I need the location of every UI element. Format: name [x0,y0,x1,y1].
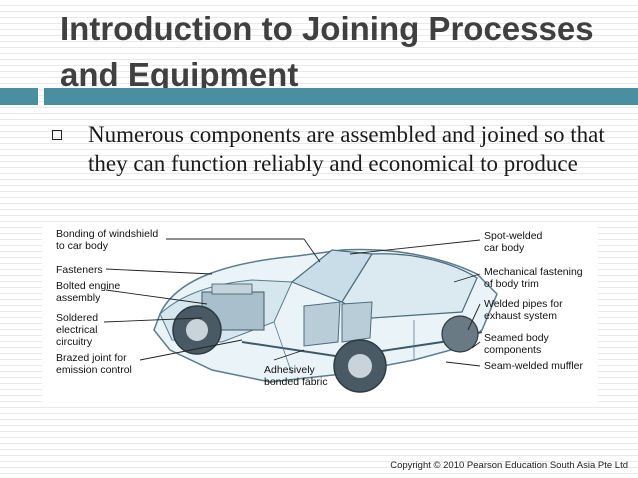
label-welded-pipes: Welded pipes for exhaust system [484,298,563,322]
label-adhesive-fabric: Adhesively bonded fabric [264,364,328,388]
car-joining-figure: Bonding of windshield to car body Fasten… [42,222,598,402]
label-brazed-joint: Brazed joint for emission control [56,352,132,376]
accent-band-right [44,88,638,105]
label-fasteners: Fasteners [56,264,103,276]
slide-title: Introduction to Joining Processes and Eq… [60,10,594,93]
label-windshield-bonding: Bonding of windshield to car body [56,228,159,252]
label-seam-welded-muffler: Seam-welded muffler [484,360,584,372]
label-bolted-engine: Bolted engine assembly [56,280,121,304]
label-soldered-circuitry: Soldered electrical circuitry [56,312,99,348]
bullet-text: Numerous components are assembled and jo… [88,122,605,176]
bullet-item: Numerous components are assembled and jo… [52,120,627,178]
car-cutaway-illustration [103,238,498,393]
square-bullet-icon [52,130,62,140]
label-spot-welded: Spot-welded car body [484,230,543,254]
label-mechanical-fastening: Mechanical fastening of body trim [484,266,583,290]
accent-band-left [0,88,38,105]
copyright-notice: Copyright © 2010 Pearson Education South… [390,460,628,471]
label-seamed-components: Seamed body components [484,332,549,356]
